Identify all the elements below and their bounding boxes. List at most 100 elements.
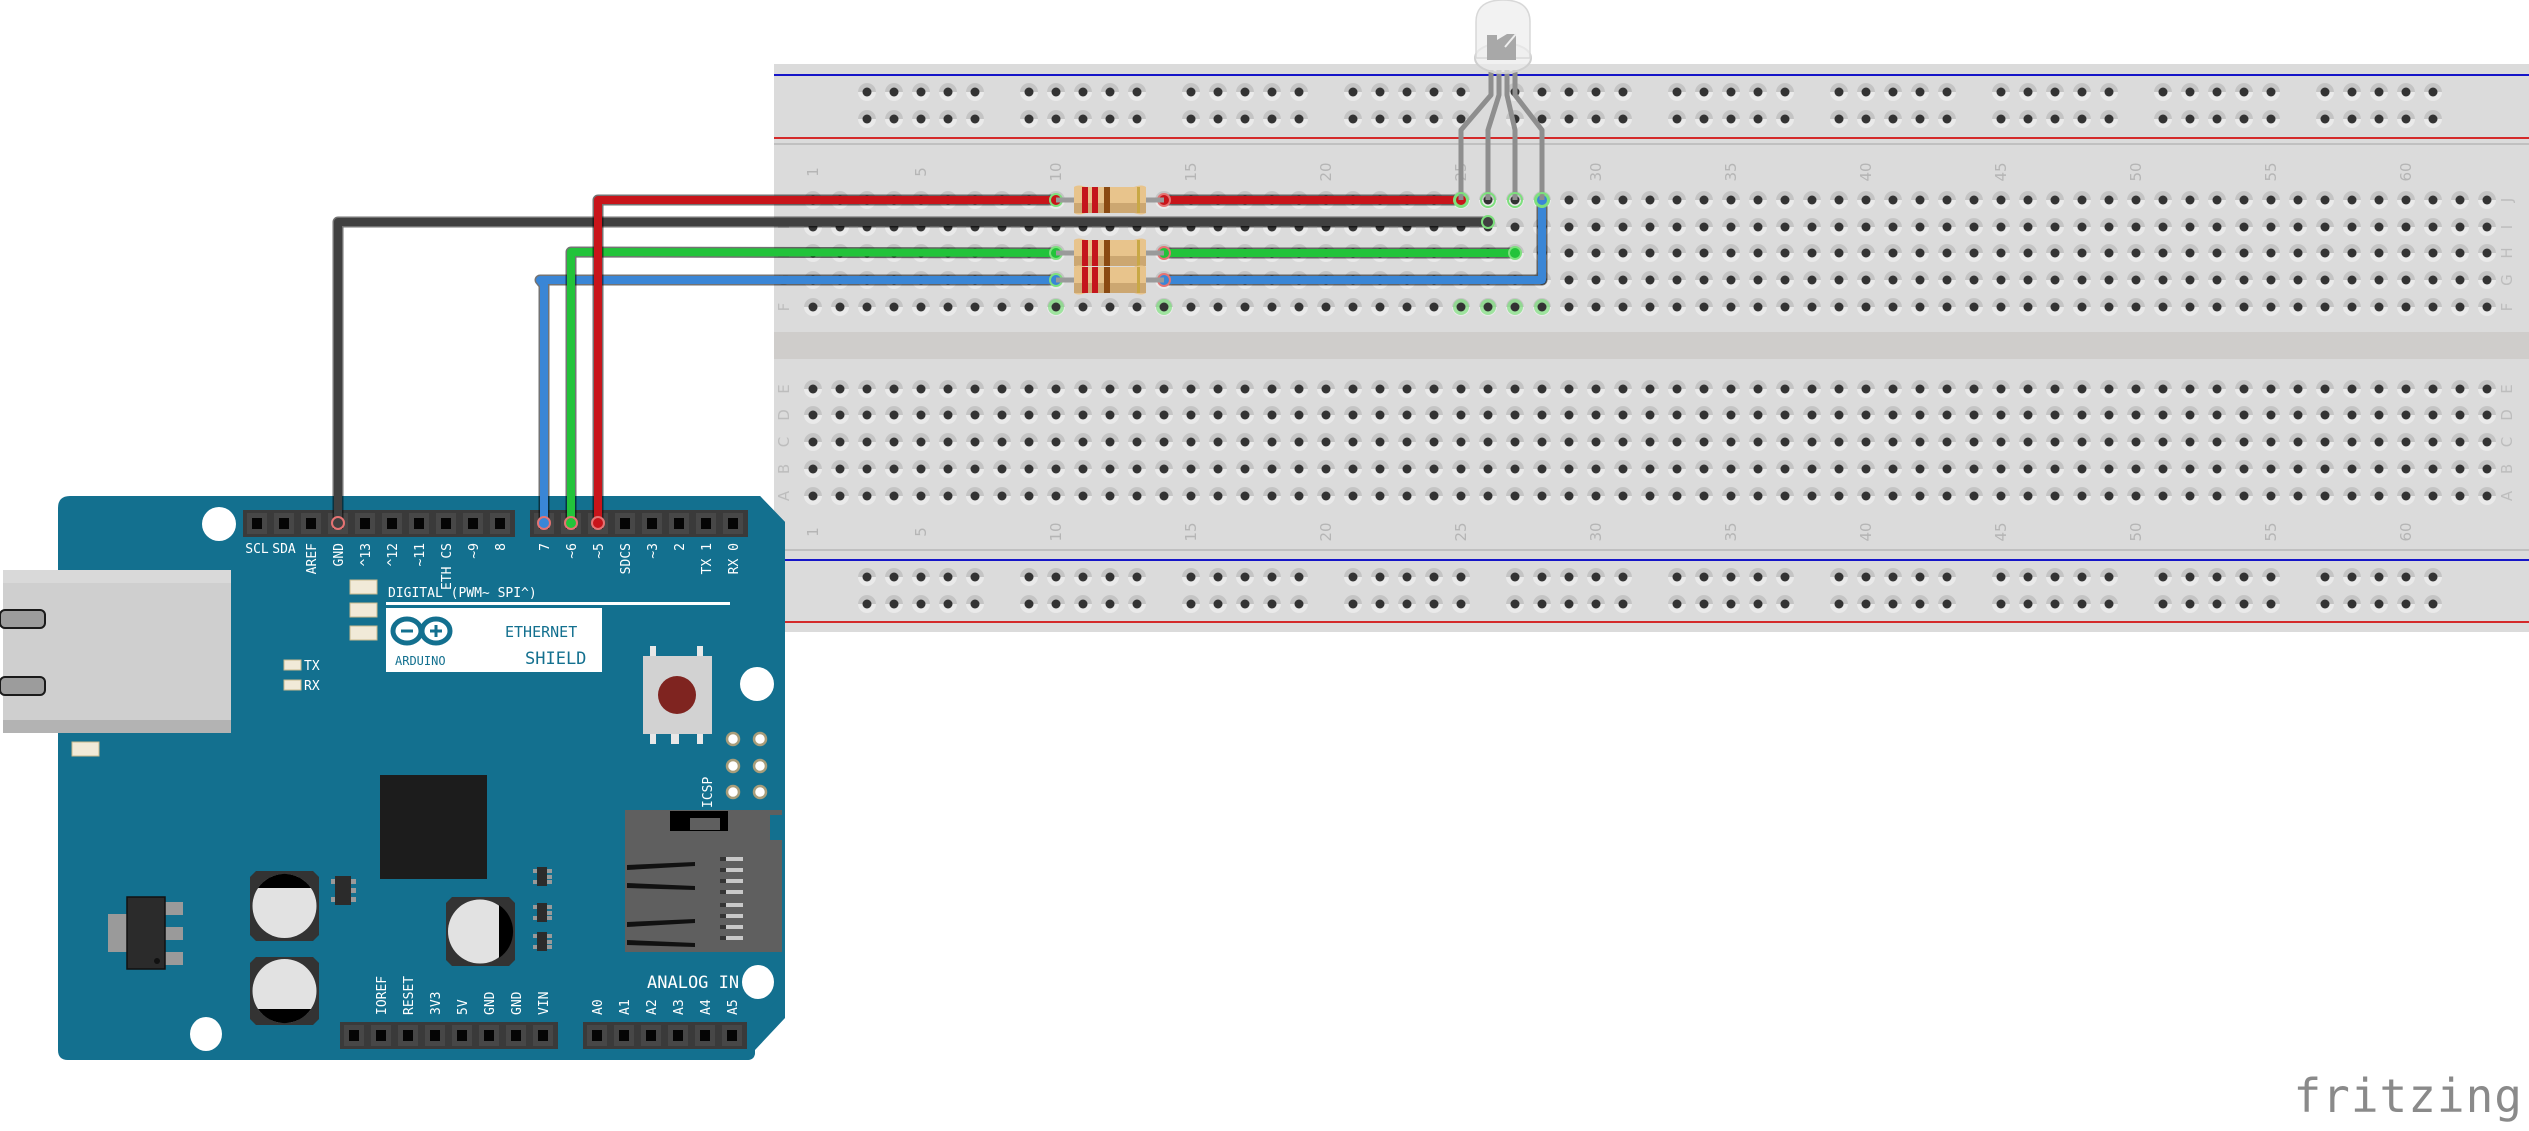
breadboard-hole[interactable] (1317, 487, 1335, 505)
breadboard-hole[interactable] (1884, 433, 1902, 451)
breadboard-hole[interactable] (1695, 380, 1713, 398)
breadboard-hole[interactable] (2397, 433, 2415, 451)
breadboard-hole[interactable] (1425, 433, 1443, 451)
breadboard-hole[interactable] (2262, 218, 2280, 236)
breadboard-hole[interactable] (939, 568, 957, 586)
breadboard-hole[interactable] (1182, 380, 1200, 398)
breadboard-hole[interactable] (2127, 244, 2145, 262)
breadboard-hole[interactable] (1020, 595, 1038, 613)
breadboard-hole[interactable] (1074, 110, 1092, 128)
breadboard-hole[interactable] (2154, 110, 2172, 128)
breadboard-hole[interactable] (1182, 595, 1200, 613)
breadboard-hole[interactable] (1776, 110, 1794, 128)
breadboard-hole[interactable] (1587, 487, 1605, 505)
breadboard-hole[interactable] (2181, 110, 2199, 128)
breadboard-hole[interactable] (1776, 460, 1794, 478)
breadboard-hole[interactable] (1965, 244, 1983, 262)
breadboard-hole[interactable] (2370, 460, 2388, 478)
breadboard-hole[interactable] (1371, 487, 1389, 505)
breadboard-hole[interactable] (1776, 298, 1794, 316)
breadboard-hole[interactable] (1479, 298, 1497, 316)
breadboard-hole[interactable] (966, 406, 984, 424)
breadboard-hole[interactable] (804, 460, 822, 478)
breadboard-hole[interactable] (1506, 460, 1524, 478)
breadboard-hole[interactable] (966, 460, 984, 478)
breadboard-hole[interactable] (1938, 487, 1956, 505)
breadboard-hole[interactable] (1857, 298, 1875, 316)
header-pin-3v3[interactable] (425, 1025, 445, 1046)
breadboard-hole[interactable] (2019, 110, 2037, 128)
breadboard-hole[interactable] (1938, 406, 1956, 424)
breadboard-hole[interactable] (885, 298, 903, 316)
breadboard-hole[interactable] (2235, 460, 2253, 478)
breadboard-hole[interactable] (1857, 271, 1875, 289)
breadboard-hole[interactable] (2046, 110, 2064, 128)
breadboard-hole[interactable] (2073, 487, 2091, 505)
breadboard-hole[interactable] (2127, 218, 2145, 236)
breadboard-hole[interactable] (1020, 433, 1038, 451)
breadboard-hole[interactable] (2262, 568, 2280, 586)
breadboard-hole[interactable] (1452, 487, 1470, 505)
breadboard-hole[interactable] (1803, 244, 1821, 262)
breadboard-hole[interactable] (1425, 380, 1443, 398)
breadboard-hole[interactable] (2370, 487, 2388, 505)
breadboard-hole[interactable] (831, 380, 849, 398)
breadboard-hole[interactable] (2424, 218, 2442, 236)
breadboard-hole[interactable] (1641, 218, 1659, 236)
breadboard-hole[interactable] (912, 110, 930, 128)
breadboard-hole[interactable] (1938, 380, 1956, 398)
breadboard-hole[interactable] (1749, 433, 1767, 451)
breadboard-hole[interactable] (912, 595, 930, 613)
breadboard-hole[interactable] (2289, 218, 2307, 236)
breadboard-hole[interactable] (2370, 568, 2388, 586)
breadboard-hole[interactable] (2100, 460, 2118, 478)
resistor-r2[interactable] (1056, 238, 1164, 268)
breadboard-hole[interactable] (2019, 298, 2037, 316)
breadboard-hole[interactable] (1533, 406, 1551, 424)
breadboard-hole[interactable] (2316, 433, 2334, 451)
breadboard-hole[interactable] (1911, 83, 1929, 101)
breadboard-hole[interactable] (966, 110, 984, 128)
breadboard-hole[interactable] (2181, 271, 2199, 289)
wire-blue-pin7[interactable] (534, 273, 1063, 530)
breadboard-hole[interactable] (2073, 298, 2091, 316)
breadboard-hole[interactable] (2424, 110, 2442, 128)
breadboard-hole[interactable] (1722, 244, 1740, 262)
breadboard-hole[interactable] (1587, 218, 1605, 236)
breadboard-hole[interactable] (1209, 298, 1227, 316)
breadboard-hole[interactable] (1803, 433, 1821, 451)
breadboard-hole[interactable] (1911, 191, 1929, 209)
breadboard-hole[interactable] (1533, 83, 1551, 101)
breadboard-hole[interactable] (1128, 433, 1146, 451)
breadboard-hole[interactable] (2127, 191, 2145, 209)
header-pin-sda[interactable] (274, 513, 294, 534)
breadboard-hole[interactable] (2019, 406, 2037, 424)
breadboard-hole[interactable] (2451, 244, 2469, 262)
breadboard-hole[interactable] (1911, 460, 1929, 478)
breadboard-hole[interactable] (1074, 83, 1092, 101)
breadboard-hole[interactable] (2424, 433, 2442, 451)
breadboard-hole[interactable] (2046, 380, 2064, 398)
breadboard-hole[interactable] (1884, 595, 1902, 613)
breadboard-hole[interactable] (2316, 110, 2334, 128)
breadboard-hole[interactable] (2343, 406, 2361, 424)
breadboard-hole[interactable] (1371, 568, 1389, 586)
breadboard-hole[interactable] (1857, 487, 1875, 505)
breadboard-hole[interactable] (1749, 460, 1767, 478)
breadboard-hole[interactable] (1344, 110, 1362, 128)
breadboard-hole[interactable] (1020, 460, 1038, 478)
breadboard-hole[interactable] (1695, 191, 1713, 209)
breadboard-hole[interactable] (1047, 110, 1065, 128)
breadboard-hole[interactable] (1884, 83, 1902, 101)
breadboard-hole[interactable] (1398, 568, 1416, 586)
breadboard-hole[interactable] (2370, 271, 2388, 289)
breadboard-hole[interactable] (966, 595, 984, 613)
breadboard-hole[interactable] (1560, 380, 1578, 398)
breadboard-hole[interactable] (2316, 298, 2334, 316)
breadboard-hole[interactable] (1992, 433, 2010, 451)
breadboard-hole[interactable] (1695, 433, 1713, 451)
breadboard-hole[interactable] (1695, 568, 1713, 586)
breadboard-hole[interactable] (1938, 433, 1956, 451)
breadboard-hole[interactable] (1398, 487, 1416, 505)
breadboard-hole[interactable] (1695, 460, 1713, 478)
